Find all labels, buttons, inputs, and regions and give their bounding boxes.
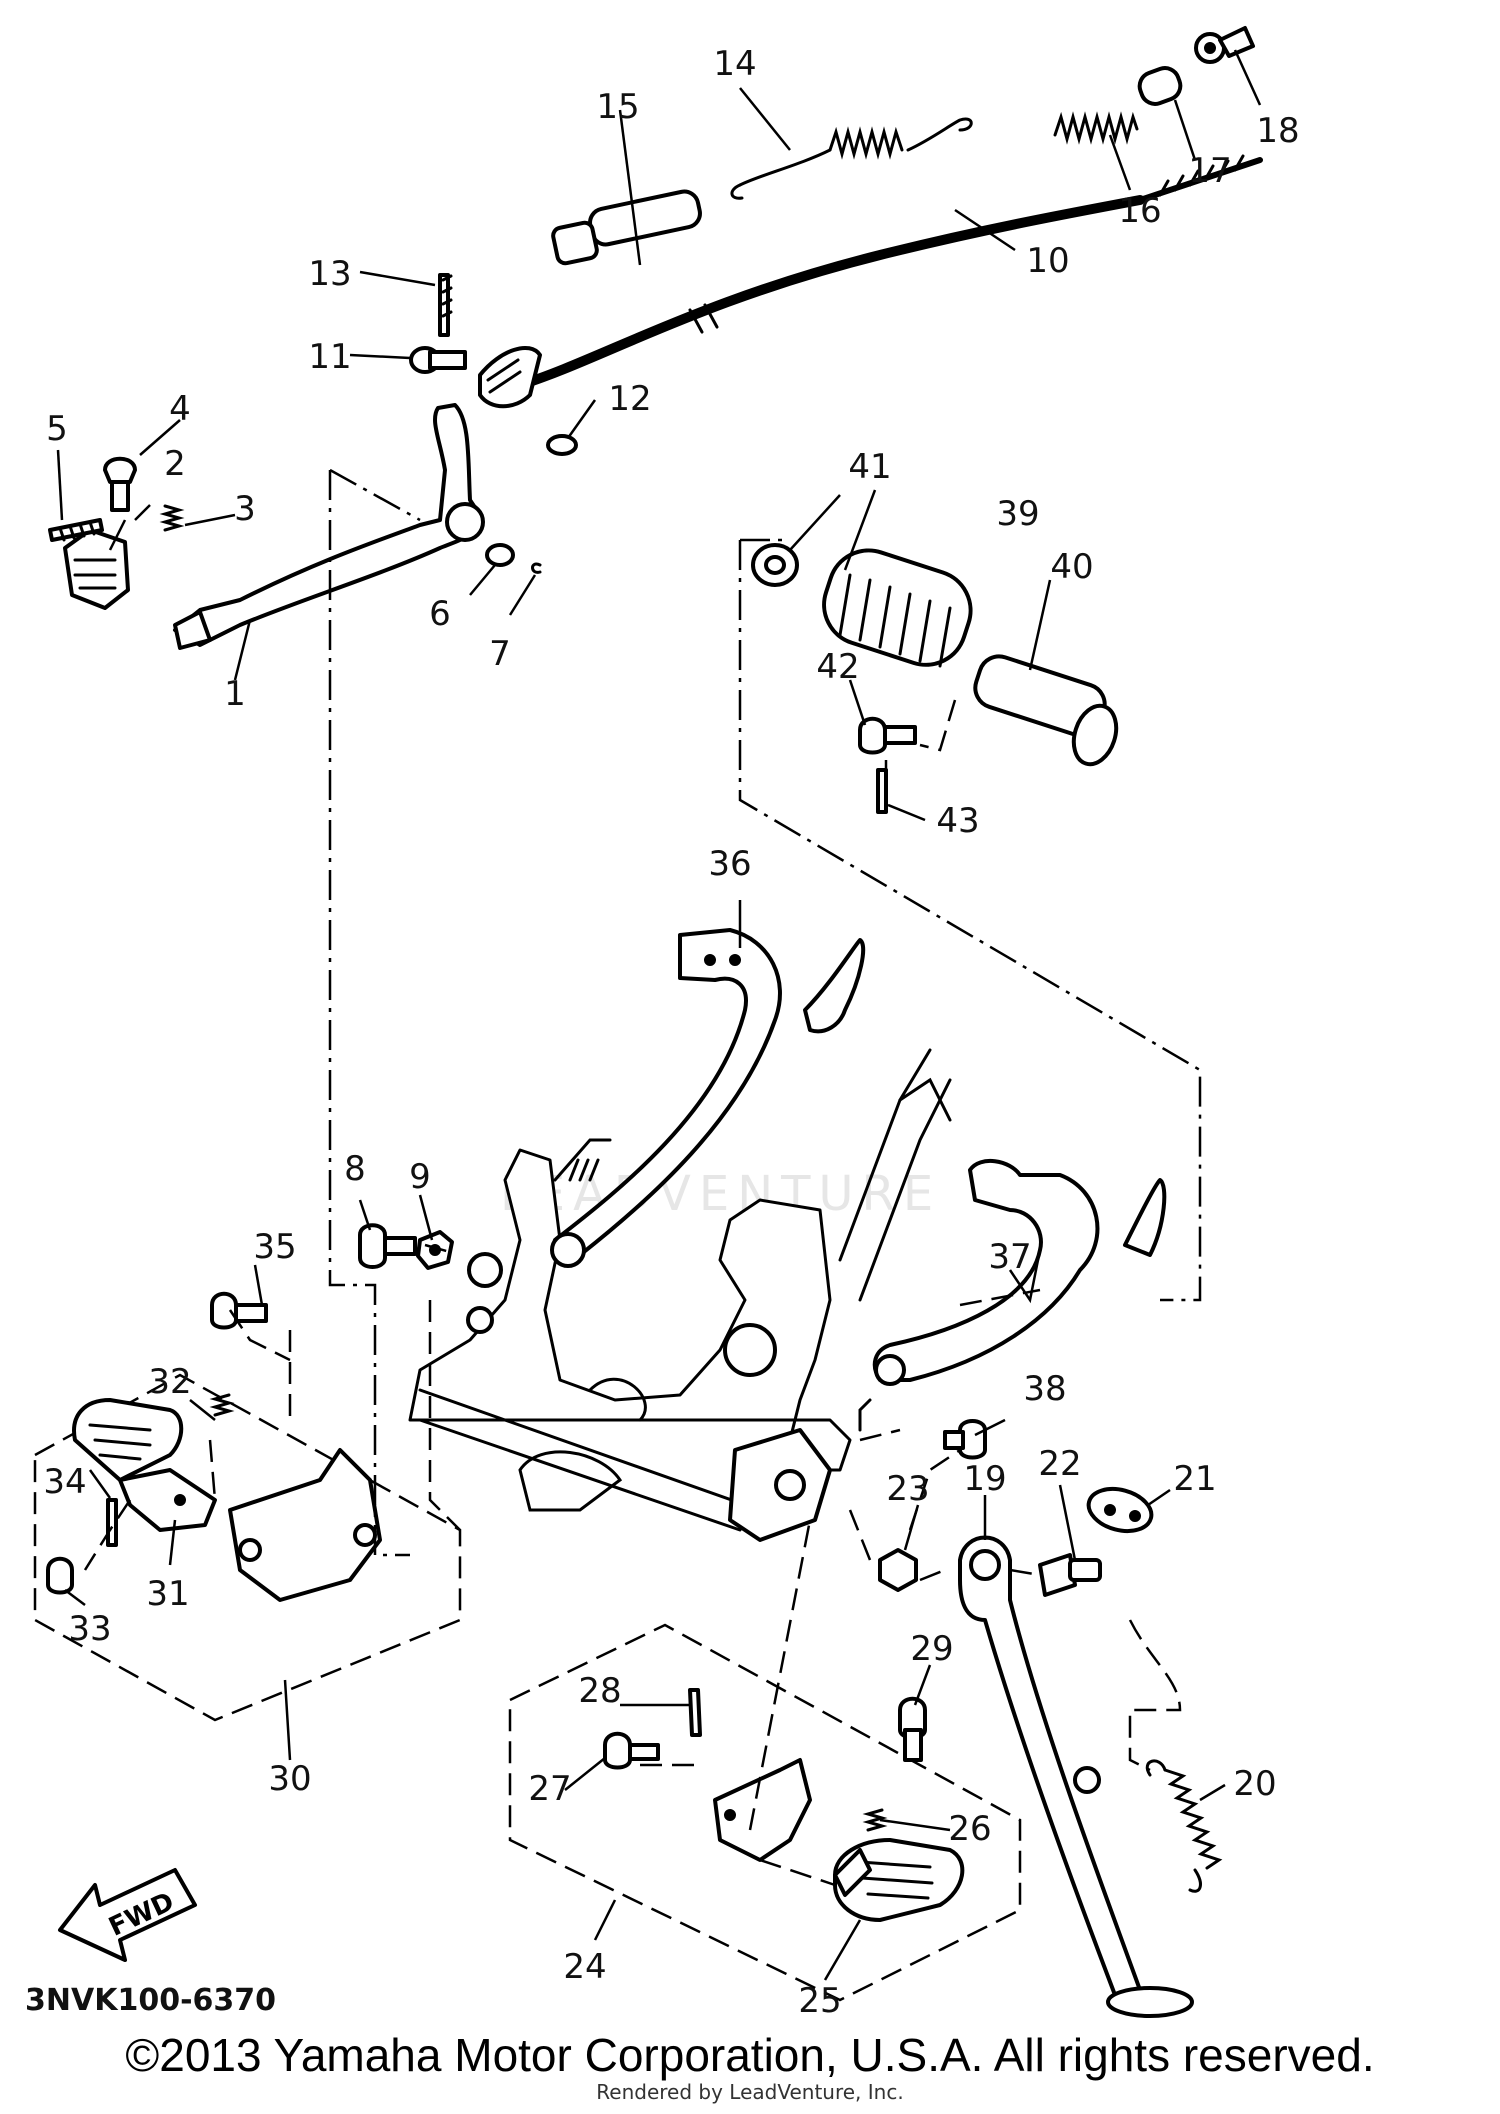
rear-footrest-group — [751, 543, 1119, 814]
callout-38: 38 — [1023, 1369, 1066, 1409]
callout-21: 21 — [1173, 1459, 1216, 1499]
callout-18: 18 — [1256, 111, 1299, 151]
copyright-notice: ©2013 Yamaha Motor Corporation, U.S.A. A… — [125, 2029, 1375, 2081]
callout-40: 40 — [1050, 547, 1093, 587]
fwd-arrow: FWD — [58, 1868, 197, 1962]
callout-29: 29 — [910, 1629, 953, 1669]
callout-11: 11 — [308, 337, 351, 377]
diagram-code: 3NVK100-6370 — [25, 1983, 276, 2018]
callout-32: 32 — [148, 1362, 191, 1402]
bolts-group — [210, 1223, 987, 1460]
callout-8: 8 — [344, 1149, 366, 1189]
callout-labels: 1 2 3 4 5 6 7 8 9 10 11 12 13 14 15 16 1… — [43, 44, 1299, 2021]
sidestand-group — [878, 1486, 1223, 2018]
callout-37: 37 — [988, 1237, 1031, 1277]
leader-lines — [56, 49, 1262, 1981]
callout-5: 5 — [46, 409, 68, 449]
callout-33: 33 — [68, 1609, 111, 1649]
callout-26: 26 — [948, 1809, 991, 1849]
right-footrest-group — [508, 1623, 1022, 2002]
callout-41: 41 — [848, 447, 891, 487]
callout-16: 16 — [1118, 191, 1161, 231]
callout-6: 6 — [429, 594, 451, 634]
callout-9: 9 — [409, 1157, 431, 1197]
callout-30: 30 — [268, 1759, 311, 1799]
callout-23: 23 — [886, 1469, 929, 1509]
callout-36: 36 — [708, 844, 751, 884]
callout-2: 2 — [164, 444, 186, 484]
callout-34: 34 — [43, 1462, 86, 1502]
callout-28: 28 — [578, 1671, 621, 1711]
callout-24: 24 — [563, 1947, 606, 1987]
callout-12: 12 — [608, 379, 651, 419]
callout-10: 10 — [1026, 241, 1069, 281]
callout-4: 4 — [169, 389, 191, 429]
callout-39: 39 — [996, 494, 1039, 534]
callout-13: 13 — [308, 254, 351, 294]
callout-14: 14 — [713, 44, 756, 84]
callout-31: 31 — [146, 1574, 189, 1614]
callout-35: 35 — [253, 1227, 296, 1267]
callout-42: 42 — [816, 647, 859, 687]
callout-7: 7 — [489, 634, 511, 674]
callout-25: 25 — [798, 1981, 841, 2021]
rendered-by-text: Rendered by LeadVenture, Inc. — [596, 2080, 904, 2104]
callout-17: 17 — [1188, 151, 1231, 191]
callout-20: 20 — [1233, 1764, 1276, 1804]
left-footrest-group — [33, 1373, 462, 1722]
brake-cable-group — [409, 26, 1263, 456]
footrest-bracket-group — [550, 928, 1167, 1386]
callout-22: 22 — [1038, 1444, 1081, 1484]
watermark-text: LEADVENTURE — [500, 1166, 941, 1222]
callout-43: 43 — [936, 801, 979, 841]
callout-27: 27 — [528, 1769, 571, 1809]
frame-group — [408, 1048, 952, 1542]
callout-15: 15 — [596, 87, 639, 127]
callout-19: 19 — [963, 1459, 1006, 1499]
brake-pedal-group — [48, 403, 542, 650]
reference-lines — [83, 468, 1202, 1887]
callout-3: 3 — [234, 489, 256, 529]
callout-1: 1 — [224, 674, 246, 714]
